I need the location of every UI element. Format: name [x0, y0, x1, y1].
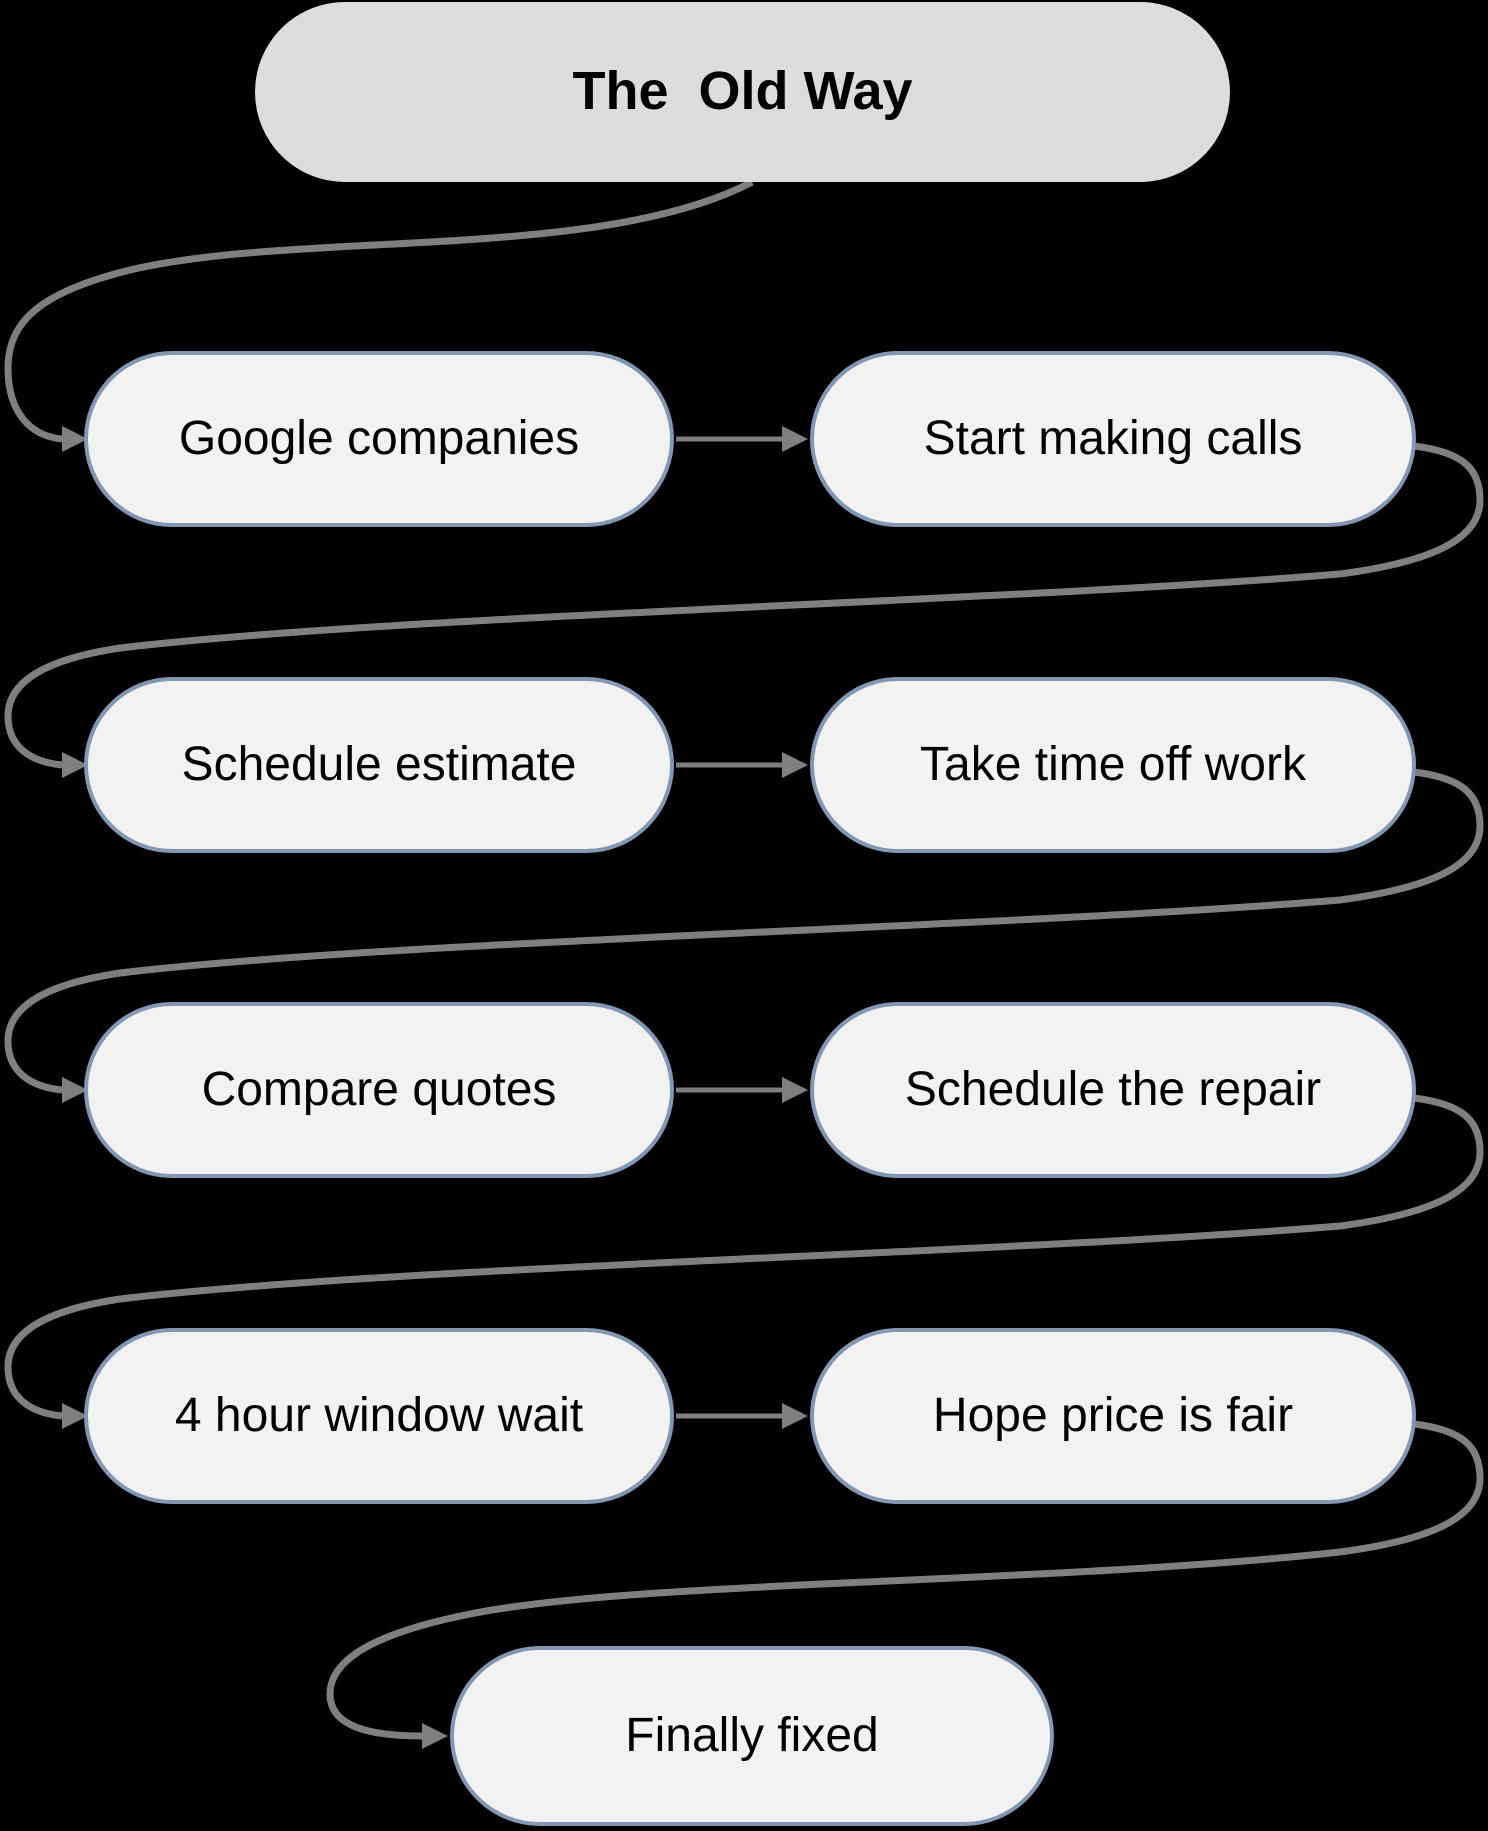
connector-title-to-row1	[4, 178, 754, 443]
arrowhead-row4	[782, 1403, 808, 1429]
connector-row2-to-row3	[4, 768, 1484, 1094]
step-label: Hope price is fair	[932, 1388, 1294, 1442]
arrowhead-row3	[782, 1077, 808, 1103]
step-hope-price-is-fair: Hope price is fair	[810, 1328, 1416, 1504]
step-label: 4 hour window wait	[174, 1388, 584, 1442]
connector-row3-to-row4	[4, 1094, 1484, 1420]
arrowhead-row2	[782, 752, 808, 778]
arrowhead-into-final	[422, 1723, 448, 1749]
connector-row4-to-final	[326, 1420, 1484, 1740]
step-schedule-estimate: Schedule estimate	[84, 677, 674, 853]
title-label: The Old Way	[572, 61, 913, 122]
connector-row1-to-row2	[4, 442, 1484, 769]
step-label: Google companies	[178, 411, 580, 465]
arrowhead-into-row1-left	[62, 426, 88, 452]
step-label: Compare quotes	[201, 1062, 557, 1116]
step-start-making-calls: Start making calls	[810, 351, 1416, 527]
step-label: Finally fixed	[625, 1708, 879, 1762]
title-box: The Old Way	[255, 2, 1230, 182]
arrowhead-row1	[782, 426, 808, 452]
step-4-hour-window-wait: 4 hour window wait	[84, 1328, 674, 1504]
step-google-companies: Google companies	[84, 351, 674, 527]
step-label: Start making calls	[923, 411, 1303, 465]
step-label: Schedule estimate	[181, 737, 577, 791]
step-label: Take time off work	[920, 737, 1306, 791]
arrowhead-into-row3-left	[62, 1077, 88, 1103]
step-finally-fixed: Finally fixed	[450, 1646, 1054, 1826]
step-schedule-the-repair: Schedule the repair	[810, 1002, 1416, 1178]
arrowhead-into-row2-left	[62, 752, 88, 778]
step-take-time-off-work: Take time off work	[810, 677, 1416, 853]
arrowhead-into-row4-left	[62, 1403, 88, 1429]
step-label: Schedule the repair	[904, 1062, 1322, 1116]
step-compare-quotes: Compare quotes	[84, 1002, 674, 1178]
